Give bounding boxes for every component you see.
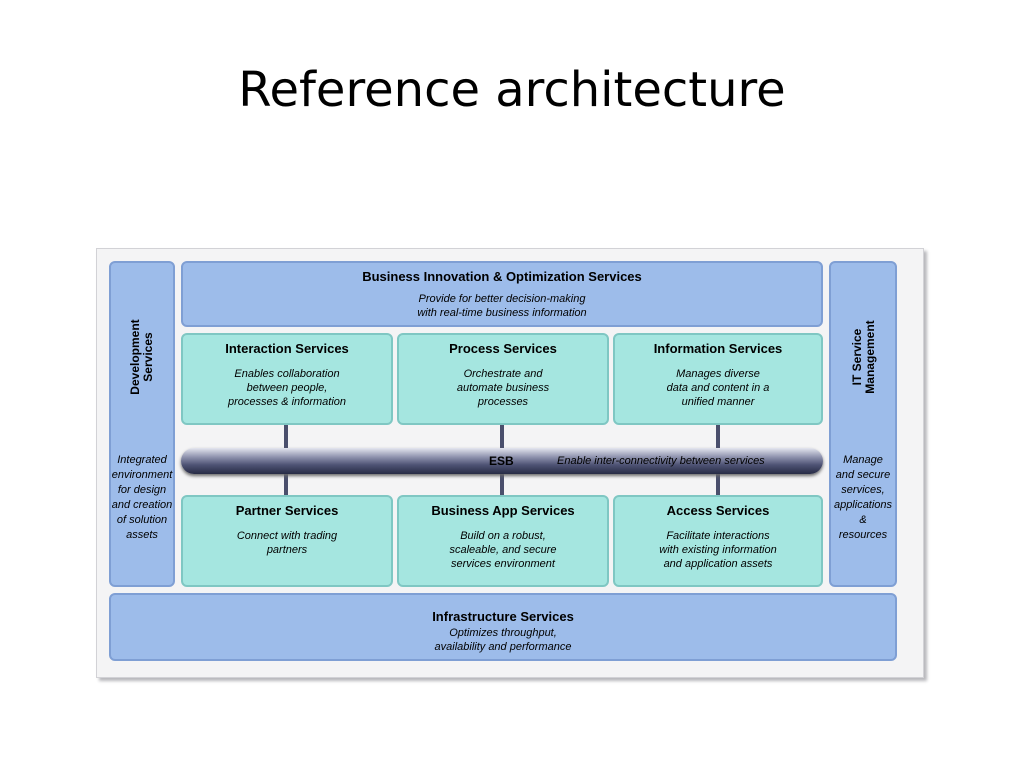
esb-label: ESB bbox=[489, 454, 514, 468]
it-service-management-desc: Manage and secure services, applications… bbox=[833, 454, 893, 541]
development-services-box: Development Services Integrated environm… bbox=[109, 261, 175, 587]
process-services-title: Process Services bbox=[449, 341, 557, 356]
process-services-box: Process Services Orchestrate and automat… bbox=[397, 333, 609, 425]
esb-bar: ESB Enable inter-connectivity between se… bbox=[181, 448, 823, 474]
infrastructure-services-title: Infrastructure Services bbox=[432, 609, 574, 624]
information-services-desc: Manages diverse data and content in a un… bbox=[666, 368, 770, 408]
access-services-desc: Facilitate interactions with existing in… bbox=[659, 530, 777, 570]
process-services-desc: Orchestrate and automate business proces… bbox=[456, 368, 550, 408]
development-services-desc: Integrated environment for design and cr… bbox=[111, 454, 173, 541]
architecture-diagram: Development Services Integrated environm… bbox=[96, 248, 924, 678]
information-services-box: Information Services Manages diverse dat… bbox=[613, 333, 823, 425]
access-services-title: Access Services bbox=[666, 503, 770, 518]
infrastructure-services-desc: Optimizes throughput, availability and p… bbox=[434, 627, 572, 653]
infrastructure-services-box: Infrastructure Services Optimizes throug… bbox=[109, 593, 897, 661]
business-innovation-title: Business Innovation & Optimization Servi… bbox=[362, 269, 642, 284]
partner-services-box: Partner Services Connect with trading pa… bbox=[181, 495, 393, 587]
partner-services-title: Partner Services bbox=[235, 503, 339, 518]
business-innovation-box: Business Innovation & Optimization Servi… bbox=[181, 261, 823, 327]
business-app-services-title: Business App Services bbox=[431, 503, 575, 518]
business-app-services-desc: Build on a robust, scaleable, and secure… bbox=[449, 530, 557, 570]
slide-title: Reference architecture bbox=[238, 62, 786, 118]
access-services-box: Access Services Facilitate interactions … bbox=[613, 495, 823, 587]
information-services-title: Information Services bbox=[653, 341, 783, 356]
partner-services-desc: Connect with trading partners bbox=[236, 530, 338, 556]
interaction-services-desc: Enables collaboration between people, pr… bbox=[228, 368, 346, 408]
business-app-services-box: Business App Services Build on a robust,… bbox=[397, 495, 609, 587]
it-service-management-title: IT Service Management bbox=[850, 320, 877, 394]
it-service-management-box: IT Service Management Manage and secure … bbox=[829, 261, 897, 587]
business-innovation-desc: Provide for better decision-making with … bbox=[417, 293, 587, 319]
esb-desc: Enable inter-connectivity between servic… bbox=[557, 455, 765, 467]
interaction-services-box: Interaction Services Enables collaborati… bbox=[181, 333, 393, 425]
interaction-services-title: Interaction Services bbox=[225, 341, 349, 356]
development-services-title: Development Services bbox=[128, 319, 155, 395]
